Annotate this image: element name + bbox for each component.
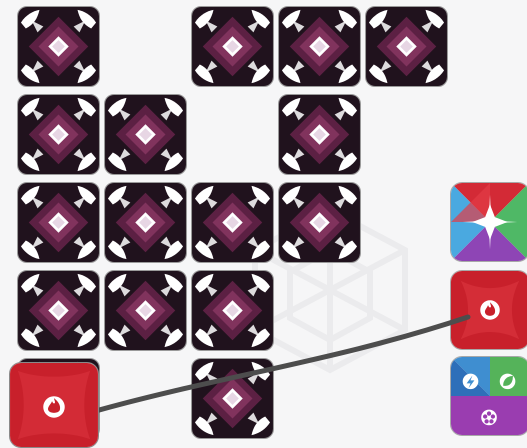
face-down-card[interactable] bbox=[278, 182, 361, 263]
tri-element-card[interactable] bbox=[450, 356, 527, 436]
face-down-card[interactable] bbox=[104, 94, 187, 175]
face-down-card[interactable] bbox=[278, 94, 361, 175]
face-down-card[interactable] bbox=[191, 6, 274, 87]
face-down-card[interactable] bbox=[17, 270, 100, 351]
face-down-card[interactable] bbox=[191, 358, 274, 439]
face-down-card[interactable] bbox=[278, 6, 361, 87]
face-down-card[interactable] bbox=[365, 6, 448, 87]
face-down-card[interactable] bbox=[104, 270, 187, 351]
face-down-card[interactable] bbox=[191, 182, 274, 263]
face-down-card[interactable] bbox=[17, 6, 100, 87]
face-down-card[interactable] bbox=[17, 182, 100, 263]
active-fire-card[interactable] bbox=[9, 362, 99, 448]
face-down-card[interactable] bbox=[191, 270, 274, 351]
face-down-card[interactable] bbox=[17, 94, 100, 175]
multi-element-card[interactable] bbox=[450, 182, 527, 262]
face-down-card[interactable] bbox=[104, 182, 187, 263]
fire-element-card[interactable] bbox=[450, 270, 527, 350]
